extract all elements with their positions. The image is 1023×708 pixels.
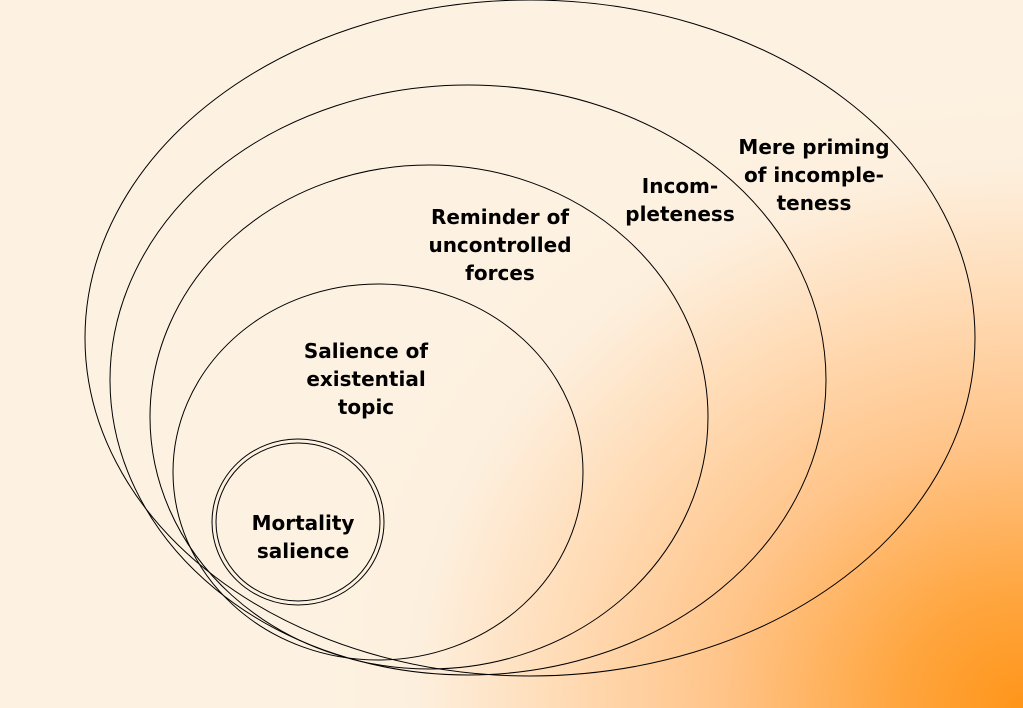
- label-existential-topic: Salience of existential topic: [291, 337, 441, 421]
- ring-mortality-salience-inner: [215, 442, 381, 602]
- label-line: teness: [776, 191, 852, 215]
- label-line: salience: [256, 539, 350, 563]
- label-line: Mere priming: [738, 135, 890, 159]
- ring-existential-topic: [172, 283, 584, 661]
- label-uncontrolled-forces: Reminder of uncontrolled forces: [420, 203, 580, 287]
- ring-mortality-salience-outer: [211, 438, 385, 606]
- label-line: existential: [306, 367, 426, 391]
- label-incompleteness: Incom- pleteness: [614, 172, 746, 228]
- label-line: Mortality: [251, 511, 355, 535]
- label-line: pleteness: [625, 202, 735, 226]
- label-line: of incomple-: [744, 163, 884, 187]
- label-mortality-salience: Mortality salience: [238, 509, 368, 565]
- label-line: Incom-: [641, 174, 719, 198]
- ring-uncontrolled-forces: [149, 164, 709, 670]
- label-line: uncontrolled: [428, 233, 572, 257]
- ring-incompleteness: [109, 84, 827, 676]
- label-line: forces: [465, 261, 535, 285]
- label-line: topic: [337, 395, 395, 419]
- label-line: Reminder of: [430, 205, 570, 229]
- label-line: Salience of: [303, 339, 429, 363]
- ring-mere-priming: [84, 0, 976, 677]
- label-mere-priming: Mere priming of incomple- teness: [734, 133, 894, 217]
